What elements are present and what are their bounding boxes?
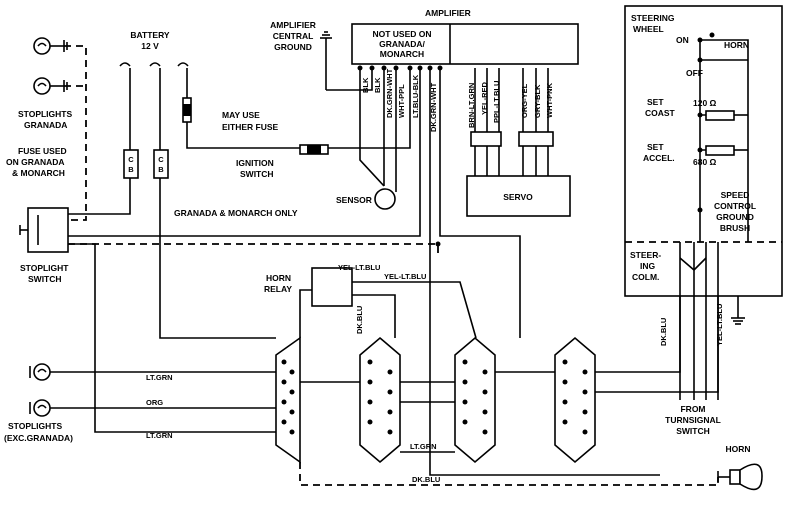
stoplight-granada-bulb-2 bbox=[33, 77, 68, 95]
connector-block-4 bbox=[554, 336, 596, 464]
wire-label-org-yel: ORG-YEL bbox=[520, 83, 529, 118]
cb-label-2b: B bbox=[158, 165, 164, 174]
amp-ground-label-2: CENTRAL bbox=[273, 31, 314, 41]
may-use-label-2: EITHER FUSE bbox=[222, 122, 279, 132]
battery-volts-label: 12 V bbox=[141, 41, 159, 51]
wire-label-dk-grn-wht-2: DK.GRN-WHT bbox=[429, 82, 438, 132]
servo-label: SERVO bbox=[503, 192, 533, 202]
horn-relay-label-1: HORN bbox=[266, 273, 291, 283]
speed-control-label-3: GROUND bbox=[716, 212, 754, 222]
from-turnsignal-label-2: TURNSIGNAL bbox=[665, 415, 721, 425]
sensor-label: SENSOR bbox=[336, 195, 372, 205]
off-label: OFF bbox=[686, 68, 703, 78]
on-label: ON bbox=[676, 35, 689, 45]
wire-label-dk-blu-right: DK.BLU bbox=[659, 318, 668, 346]
set-accel-label-1: SET bbox=[647, 142, 664, 152]
from-turnsignal-label-3: SWITCH bbox=[676, 426, 710, 436]
speed-control-label-4: BRUSH bbox=[720, 223, 750, 233]
stoplight-exc-bulb-2 bbox=[29, 399, 51, 417]
cb-label-1b: B bbox=[128, 165, 134, 174]
speed-control-label-1: SPEED bbox=[721, 190, 750, 200]
wire-label-dk-blu-bottom: DK.BLU bbox=[412, 475, 440, 484]
not-used-label-1: NOT USED ON bbox=[372, 29, 431, 39]
stoplight-exc-bulb-1 bbox=[29, 363, 51, 381]
wire-label-wht-pnk: WHT-PNK bbox=[545, 82, 554, 118]
resistor-120-label: 120 Ω bbox=[693, 98, 717, 108]
servo-box bbox=[466, 175, 571, 217]
connector-block-2 bbox=[359, 336, 401, 464]
granada-monarch-only-label: GRANADA & MONARCH ONLY bbox=[174, 208, 298, 218]
ignition-switch-label-1: IGNITION bbox=[236, 158, 274, 168]
steering-colm-label-3: COLM. bbox=[632, 272, 659, 282]
wire-label-dk-grn-wht: DK.GRN-WHT bbox=[385, 68, 394, 118]
amp-ground-label-1: AMPLIFIER bbox=[270, 20, 316, 30]
stoplight-switch-label-1: STOPLIGHT bbox=[20, 263, 69, 273]
from-turnsignal-label-1: FROM bbox=[680, 404, 705, 414]
connector-block-1 bbox=[275, 336, 301, 464]
connector-block-3 bbox=[454, 336, 496, 464]
circuit-breaker-1 bbox=[123, 149, 139, 179]
steering-colm-label-1: STEER- bbox=[630, 250, 661, 260]
horn-relay-label-2: RELAY bbox=[264, 284, 292, 294]
steering-ground-icon bbox=[731, 296, 745, 325]
ignition-switch-label-2: SWITCH bbox=[240, 169, 274, 179]
set-coast-label-2: COAST bbox=[645, 108, 676, 118]
wire-label-yel-lt-blu-right: YEL-LT.BLU bbox=[715, 304, 724, 346]
set-accel-label-2: ACCEL. bbox=[643, 153, 675, 163]
cb-label-2a: C bbox=[158, 155, 164, 164]
amplifier-box bbox=[351, 23, 579, 65]
stoplight-switch-box bbox=[27, 207, 69, 253]
wire-label-dk-blu: DK.BLU bbox=[355, 306, 364, 334]
wire-label-blk-1: BLK bbox=[361, 77, 370, 93]
set-coast-label-1: SET bbox=[647, 97, 664, 107]
amplifier-label: AMPLIFIER bbox=[425, 8, 471, 18]
steering-wheel-box bbox=[624, 5, 783, 297]
steering-wheel-label-2: WHEEL bbox=[633, 24, 664, 34]
stoplights-granada-label: STOPLIGHTS bbox=[18, 109, 72, 119]
fuse-used-label-2: ON GRANADA bbox=[6, 157, 65, 167]
wire-label-yel-lt-blu-2: YEL-LT.BLU bbox=[384, 272, 426, 281]
wire-label-lt-blu-blk: LT.BLU-BLK bbox=[411, 74, 420, 118]
battery-label: BATTERY bbox=[130, 30, 170, 40]
stoplight-switch-label-2: SWITCH bbox=[28, 274, 62, 284]
wire-label-blk-2: BLK bbox=[373, 77, 382, 93]
stoplights-exc-label-1: STOPLIGHTS bbox=[8, 421, 62, 431]
wire-label-wht-ppl: WHT-PPL bbox=[397, 84, 406, 118]
steering-colm-label-2: ING bbox=[640, 261, 656, 271]
wire-label-lt-grn-3: LT.GRN bbox=[410, 442, 437, 451]
cb-label-1a: C bbox=[128, 155, 134, 164]
steering-wheel-label-1: STEERING bbox=[631, 13, 675, 23]
wire-label-lt-grn-2: LT.GRN bbox=[146, 431, 173, 440]
horn-label: HORN bbox=[725, 444, 750, 454]
wire-label-gry-blk: GRY-BLK bbox=[533, 84, 542, 118]
horn-relay-box bbox=[311, 267, 353, 307]
stoplights-exc-label-2: (EXC.GRANADA) bbox=[4, 433, 73, 443]
not-used-label-2: GRANADA/ bbox=[379, 39, 425, 49]
wire-label-yel-lt-blu-1: YEL-LT.BLU bbox=[338, 263, 380, 272]
stoplights-granada-label-2: GRANADA bbox=[24, 120, 67, 130]
fuse-used-label-1: FUSE USED bbox=[18, 146, 67, 156]
wire-label-yel-red: YEL-RED bbox=[480, 81, 489, 115]
horn-switch-label: HORN bbox=[724, 40, 749, 50]
wire-label-org: ORG bbox=[146, 398, 163, 407]
wire-label-brn-lt-grn: BRN-LT.GRN bbox=[467, 83, 476, 128]
speed-control-label-2: CONTROL bbox=[714, 201, 756, 211]
circuit-breaker-2 bbox=[153, 149, 169, 179]
stoplight-granada-bulb-1 bbox=[33, 37, 68, 55]
not-used-label-3: MONARCH bbox=[380, 49, 424, 59]
horn-icon bbox=[717, 463, 763, 491]
resistor-680-label: 680 Ω bbox=[693, 157, 717, 167]
sensor-circle bbox=[374, 188, 396, 210]
may-use-label-1: MAY USE bbox=[222, 110, 260, 120]
amp-ground-icon bbox=[320, 31, 332, 90]
amp-ground-label-3: GROUND bbox=[274, 42, 312, 52]
wire-label-ppl-lt-blu: PPL-LT.BLU bbox=[492, 81, 501, 123]
fuse-used-label-3: & MONARCH bbox=[12, 168, 65, 178]
wire-label-lt-grn-1: LT.GRN bbox=[146, 373, 173, 382]
